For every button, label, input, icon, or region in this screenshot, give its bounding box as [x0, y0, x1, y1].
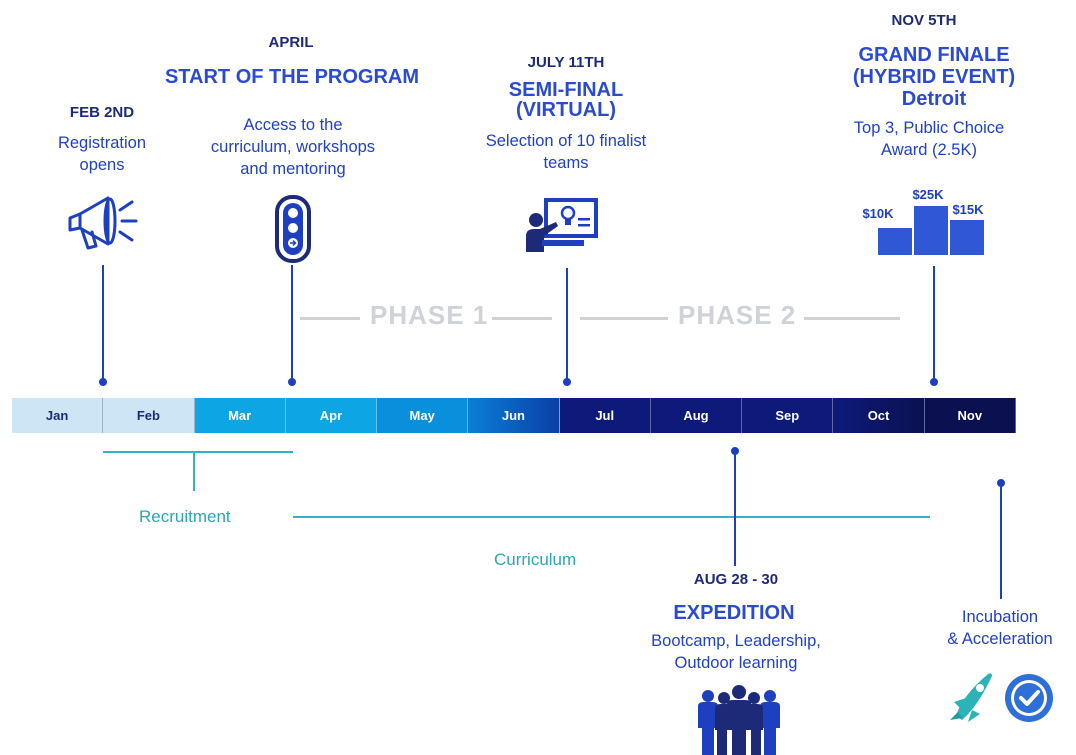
curriculum-line — [293, 516, 930, 518]
milestone-feb-description: Registration opens — [57, 134, 147, 174]
phase1-line-right — [492, 317, 552, 320]
milestone-aug-description: Bootcamp, Leadership, Outdoor learning — [651, 632, 821, 672]
podium-icon: $10K $25K $15K — [856, 186, 996, 256]
month-may: May — [377, 398, 469, 433]
presentation-icon — [526, 198, 598, 252]
incubation-description: Incubation & Acceleration — [947, 608, 1053, 648]
milestone-jul-description: Selection of 10 finalist teams — [485, 132, 647, 172]
apr-timeline-dot — [288, 378, 296, 386]
recruitment-label: Recruitment — [139, 507, 231, 526]
month-oct: Oct — [833, 398, 925, 433]
aug-connector-line — [734, 451, 736, 566]
milestone-apr-date: APRIL — [268, 34, 314, 51]
milestone-nov-date: NOV 5TH — [891, 12, 957, 29]
megaphone-icon — [68, 196, 138, 250]
recruitment-bracket — [103, 451, 293, 453]
prize-third-label: $15K — [952, 202, 984, 217]
month-sep: Sep — [742, 398, 834, 433]
incubation-connector-line — [1000, 483, 1002, 599]
phase1-line-left — [300, 317, 360, 320]
milestone-aug-title: EXPEDITION — [673, 602, 795, 624]
jul-timeline-dot — [563, 378, 571, 386]
feb-timeline-dot — [99, 378, 107, 386]
month-apr: Apr — [285, 398, 378, 433]
phase2-line-left — [580, 317, 668, 320]
podium-third-bar — [950, 220, 984, 255]
month-jan: Jan — [12, 398, 104, 433]
feb-connector-line — [102, 265, 104, 383]
traffic-light-icon — [275, 195, 311, 263]
month-mar: Mar — [194, 398, 286, 433]
milestone-feb-date: FEB 2ND — [69, 104, 135, 121]
nov-connector-line — [933, 266, 935, 383]
month-jun: Jun — [468, 398, 560, 433]
nov-timeline-dot — [930, 378, 938, 386]
milestone-nov-description: Top 3, Public Choice Award (2.5K) — [853, 119, 1005, 159]
phase2-label: PHASE 2 — [678, 300, 797, 330]
milestone-jul-date: JULY 11TH — [527, 54, 605, 71]
phase2-line-right — [804, 317, 900, 320]
milestone-nov-title: GRAND FINALE (HYBRID EVENT) Detroit — [852, 44, 1016, 110]
month-feb: Feb — [103, 398, 195, 433]
month-aug: Aug — [650, 398, 743, 433]
podium-first-bar — [914, 206, 948, 255]
milestone-apr-title: START OF THE PROGRAM — [164, 66, 420, 88]
curriculum-label: Curriculum — [494, 550, 577, 569]
milestone-apr-description: Access to the curriculum, workshops and … — [210, 116, 376, 178]
month-jul: Jul — [559, 398, 651, 433]
apr-connector-line — [291, 265, 293, 383]
phase1-label: PHASE 1 — [370, 300, 489, 330]
recruitment-bracket-stem — [193, 451, 195, 491]
group-people-icon — [698, 685, 780, 755]
milestone-aug-date: AUG 28 - 30 — [693, 571, 779, 588]
jul-connector-line — [566, 268, 568, 383]
prize-first-label: $25K — [912, 187, 944, 202]
rocket-badge-icon — [950, 673, 1053, 722]
milestone-jul-title: SEMI-FINAL (VIRTUAL) — [508, 79, 624, 121]
podium-second-bar — [878, 228, 912, 255]
month-nov: Nov — [924, 398, 1016, 433]
prize-second-label: $10K — [862, 206, 894, 221]
